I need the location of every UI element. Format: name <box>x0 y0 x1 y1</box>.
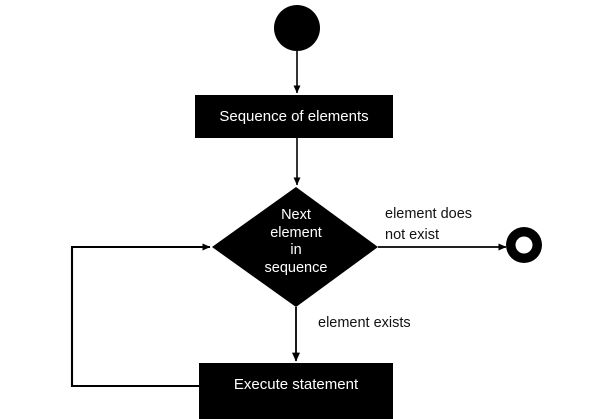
sequence-of-elements-box <box>195 95 393 138</box>
start-node <box>274 5 320 51</box>
execute-statement-box <box>199 363 393 419</box>
edge-execute-loopback <box>70 243 211 388</box>
edge-label-element-exists: element exists <box>318 315 411 331</box>
edge-label-element-does-not-exist: element does not exist <box>385 206 473 244</box>
decision-diamond <box>212 187 378 307</box>
end-node-inner <box>515 236 533 254</box>
